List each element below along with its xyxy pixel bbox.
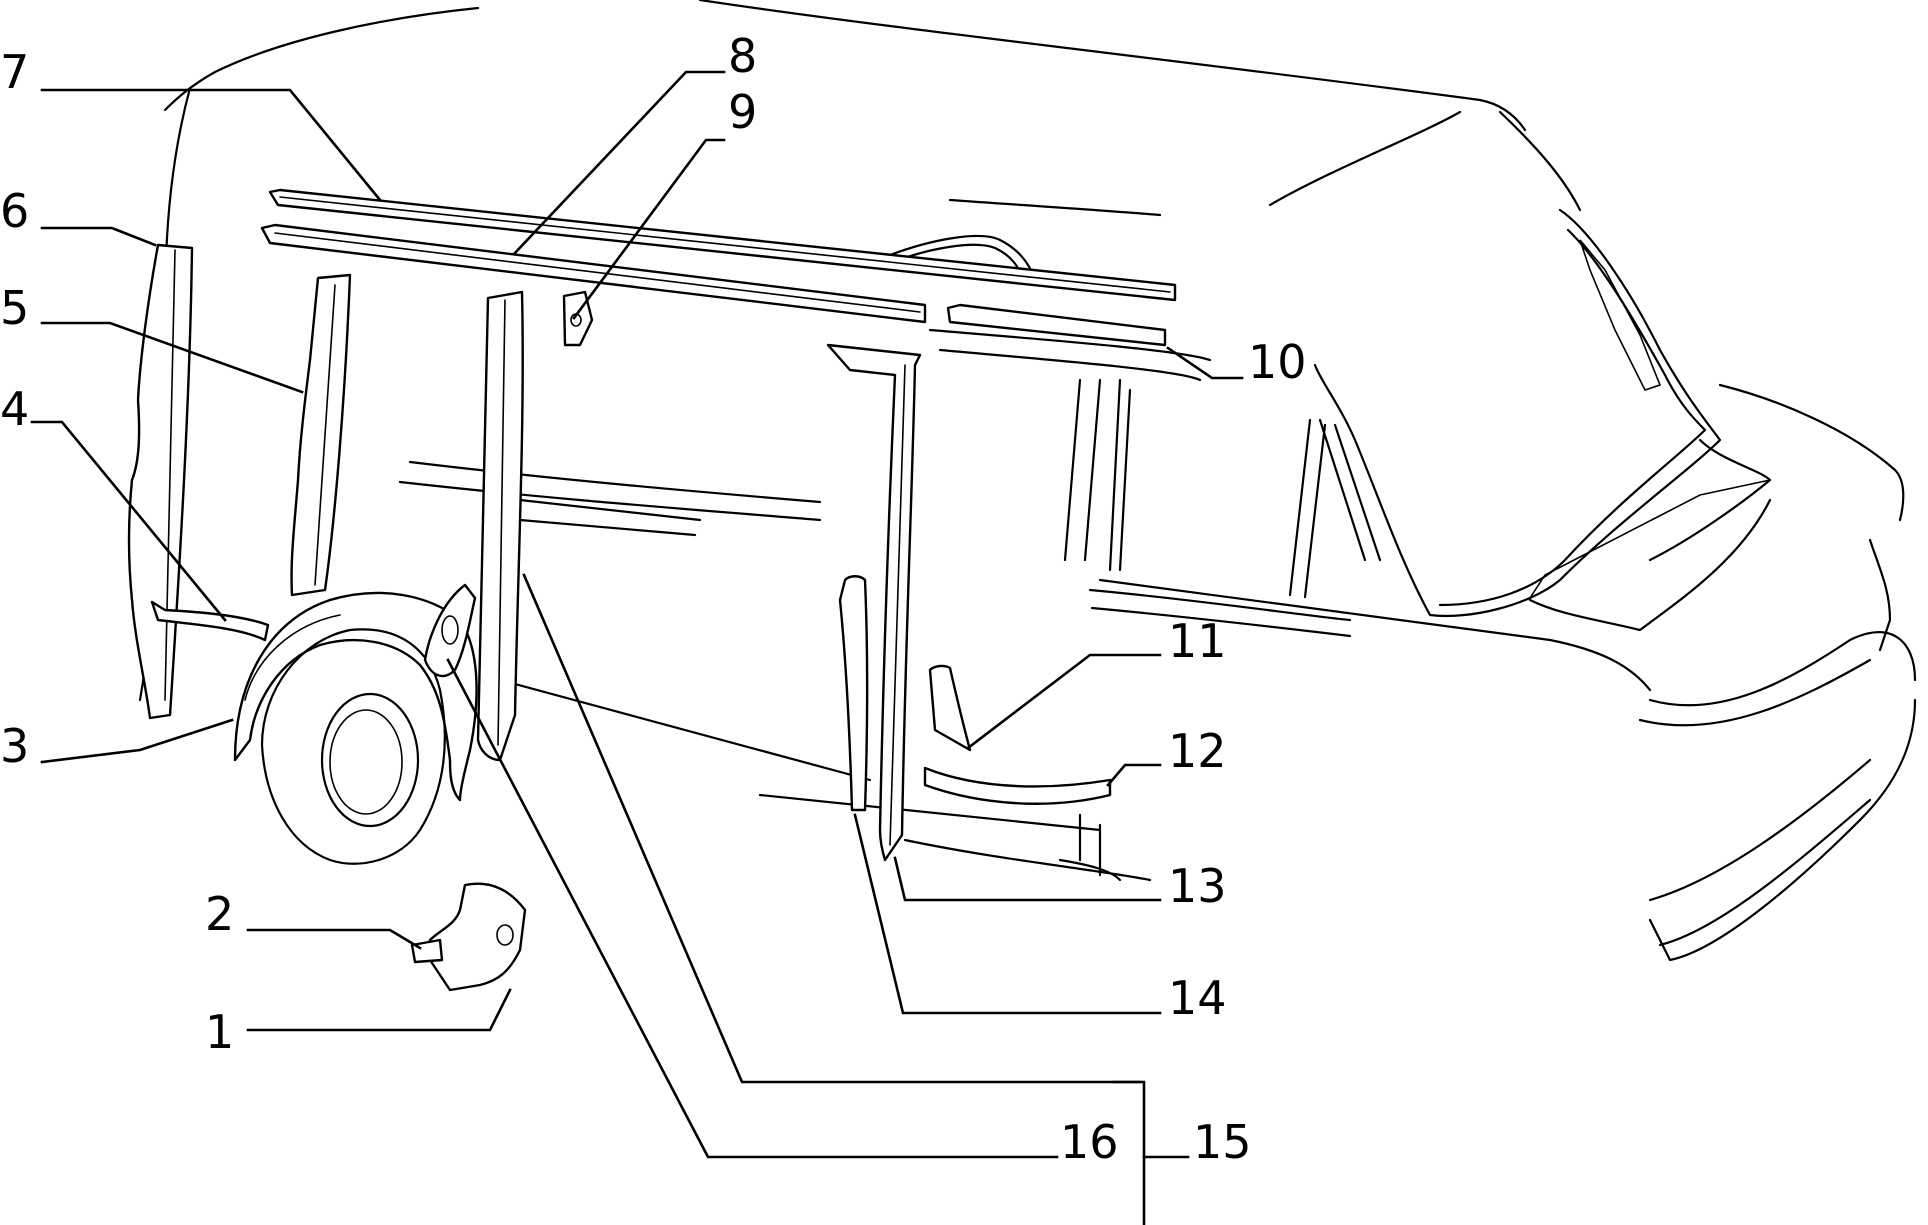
callout-labels: 1 2 3 4 5 6 7 8 9 10 11 12 13 14 15 16 xyxy=(0,29,1307,1169)
leader-15-a xyxy=(522,573,1142,1084)
wheel-assembly xyxy=(233,591,478,865)
leader-9 xyxy=(572,138,726,320)
wheel-tyre xyxy=(260,628,446,865)
part-14 xyxy=(838,575,869,812)
part-12 xyxy=(923,766,1112,805)
callout-14: 14 xyxy=(1168,971,1227,1025)
leader-11 xyxy=(966,653,1162,750)
callout-15: 15 xyxy=(1193,1115,1252,1169)
leader-6 xyxy=(40,226,157,247)
part-1-bracket xyxy=(428,882,527,992)
callout-3: 3 xyxy=(0,719,29,773)
part-4 xyxy=(150,600,270,642)
callout-8: 8 xyxy=(728,29,757,83)
part-15 xyxy=(423,583,477,678)
part-13 xyxy=(826,343,922,862)
callout-6: 6 xyxy=(0,184,29,238)
leader-4 xyxy=(30,420,227,622)
leader-2 xyxy=(246,928,422,950)
callout-9: 9 xyxy=(728,85,757,139)
leader-14 xyxy=(853,813,1162,1015)
leader-5 xyxy=(40,321,304,394)
callout-4: 4 xyxy=(0,382,29,436)
leader-12 xyxy=(1106,763,1162,787)
wheel-arch-part-3 xyxy=(233,591,478,802)
wheel-rim xyxy=(320,692,420,828)
callout-16: 16 xyxy=(1060,1115,1119,1169)
body-parts xyxy=(127,188,1177,992)
leader-15-bracket xyxy=(1112,1080,1146,1225)
leader-10 xyxy=(1166,346,1244,380)
part-16 xyxy=(476,290,524,762)
leader-1 xyxy=(246,988,512,1032)
callout-2: 2 xyxy=(205,887,234,941)
part-11 xyxy=(928,664,972,752)
leader-13 xyxy=(893,856,1162,902)
leader-lines xyxy=(30,70,1244,1225)
callout-5: 5 xyxy=(0,281,29,335)
part-8 xyxy=(260,223,927,324)
callout-13: 13 xyxy=(1168,859,1227,913)
callout-12: 12 xyxy=(1168,724,1227,778)
callout-1: 1 xyxy=(205,1005,234,1059)
part-10 xyxy=(946,303,1167,347)
van-body-outline xyxy=(138,0,1917,962)
leader-16 xyxy=(446,658,1059,1159)
leader-8 xyxy=(512,70,726,256)
callout-7: 7 xyxy=(0,45,29,99)
leader-3 xyxy=(40,718,234,764)
leader-7 xyxy=(40,88,382,202)
callout-11: 11 xyxy=(1168,614,1227,668)
callout-10: 10 xyxy=(1248,335,1307,389)
part-6 xyxy=(127,243,194,720)
part-2-bracket xyxy=(410,938,444,964)
part-5 xyxy=(290,273,352,597)
